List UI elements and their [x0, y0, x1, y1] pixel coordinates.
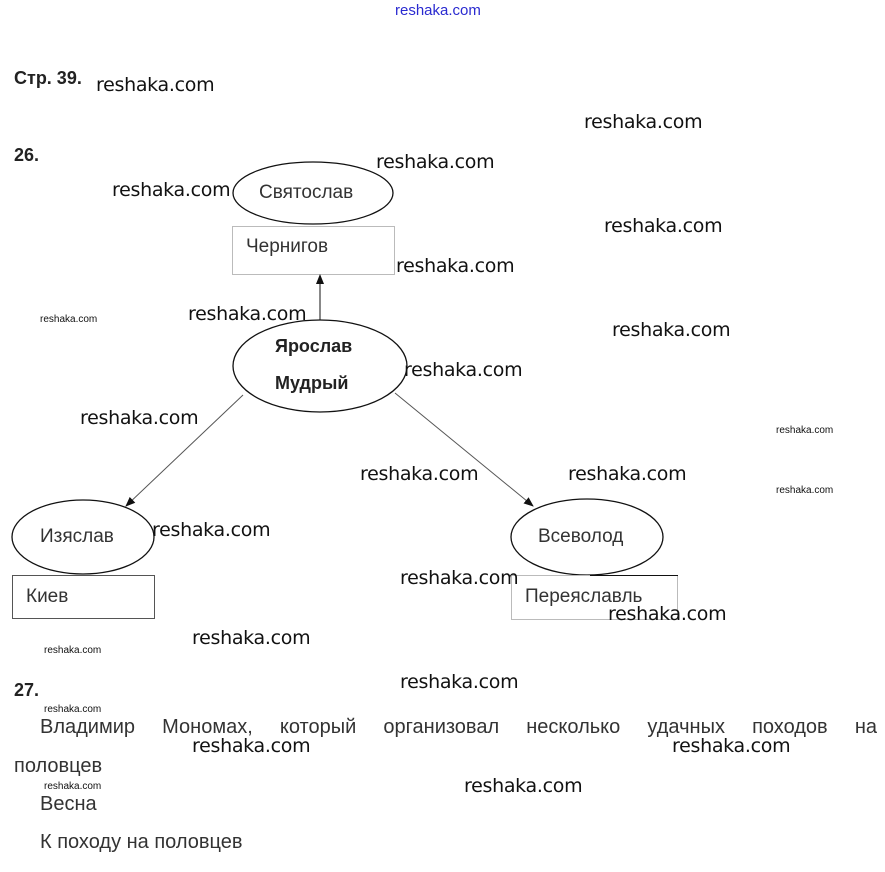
- watermark-small: reshaka.com: [44, 645, 102, 656]
- watermark: reshaka.com: [396, 255, 515, 277]
- watermark: reshaka.com: [608, 603, 727, 625]
- city-kiev-label: Киев: [26, 586, 69, 607]
- city-chernigov-label: Чернигов: [246, 236, 329, 257]
- watermark: reshaka.com: [376, 151, 495, 173]
- watermark: reshaka.com: [80, 407, 199, 429]
- node-izyaslav-label: Изяслав: [40, 526, 114, 547]
- city-pereyaslavl-label: Переяславль: [525, 586, 643, 607]
- answer-1-line-2: половцев: [14, 755, 103, 777]
- watermark: reshaka.com: [400, 671, 519, 693]
- watermark: reshaka.com: [584, 111, 703, 133]
- watermark: reshaka.com: [400, 567, 519, 589]
- node-yaroslav-ellipse: [232, 319, 408, 413]
- answer-2: Весна: [40, 793, 97, 815]
- watermark: reshaka.com: [188, 303, 307, 325]
- watermark: reshaka.com: [672, 735, 791, 757]
- watermark: reshaka.com: [464, 775, 583, 797]
- watermark: reshaka.com: [612, 319, 731, 341]
- arrow-to-vsevolod: [394, 392, 534, 507]
- watermark: reshaka.com: [404, 359, 523, 381]
- city-chernigov-box: [232, 226, 395, 275]
- watermark: reshaka.com: [568, 463, 687, 485]
- task-27-number: 27.: [14, 680, 40, 700]
- answer-1-line-1: Владимир Мономах, который организовал не…: [40, 716, 877, 738]
- node-yaroslav-line1: Ярослав: [275, 336, 353, 356]
- watermark-small: reshaka.com: [776, 485, 834, 496]
- node-svyatoslav-ellipse: [232, 161, 394, 225]
- node-izyaslav-ellipse: [11, 499, 155, 575]
- watermark: reshaka.com: [152, 519, 271, 541]
- watermark: reshaka.com: [192, 627, 311, 649]
- node-vsevolod-label: Всеволод: [538, 526, 624, 547]
- watermark-small: reshaka.com: [776, 425, 834, 436]
- city-kiev-box: [12, 575, 155, 619]
- watermark: reshaka.com: [96, 74, 215, 96]
- watermark-small: reshaka.com: [40, 314, 98, 325]
- watermark-small: reshaka.com: [44, 781, 102, 792]
- watermark: reshaka.com: [604, 215, 723, 237]
- watermark: reshaka.com: [192, 735, 311, 757]
- watermark: reshaka.com: [360, 463, 479, 485]
- node-yaroslav-line2: Мудрый: [275, 373, 349, 393]
- watermark-small: reshaka.com: [44, 704, 102, 715]
- arrow-to-izyaslav: [125, 394, 244, 507]
- node-svyatoslav-label: Святослав: [259, 182, 354, 203]
- watermark: reshaka.com: [112, 179, 231, 201]
- page-label: Стр. 39.: [14, 68, 82, 88]
- header-link[interactable]: reshaka.com: [395, 2, 481, 19]
- task-26-number: 26.: [14, 145, 40, 165]
- answer-3: К походу на половцев: [40, 831, 243, 853]
